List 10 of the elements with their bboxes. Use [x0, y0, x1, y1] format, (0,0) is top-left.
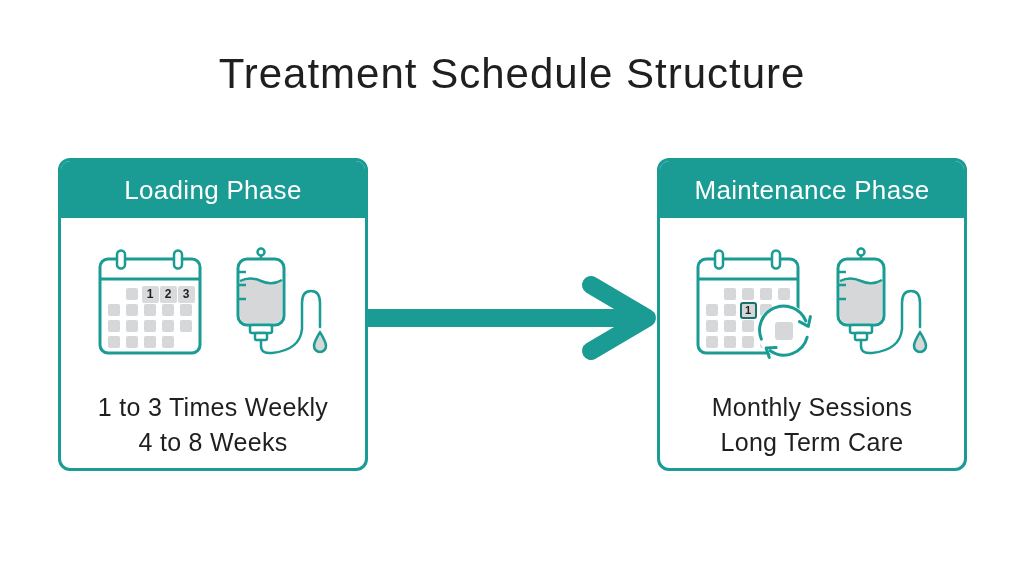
schedule-text: 1 to 3 Times Weekly [97, 392, 329, 423]
phase-header: Maintenance Phase [660, 161, 964, 218]
diagram-title: Treatment Schedule Structure [218, 49, 806, 99]
schedule-text: 4 to 8 Weeks [138, 427, 288, 458]
schedule-text: Long Term Care [720, 427, 904, 458]
phase-header: Loading Phase [61, 161, 365, 218]
phase-card [657, 158, 967, 471]
arrow [368, 276, 656, 360]
schedule-text: Monthly Sessions [711, 392, 913, 423]
phase-card [58, 158, 368, 471]
